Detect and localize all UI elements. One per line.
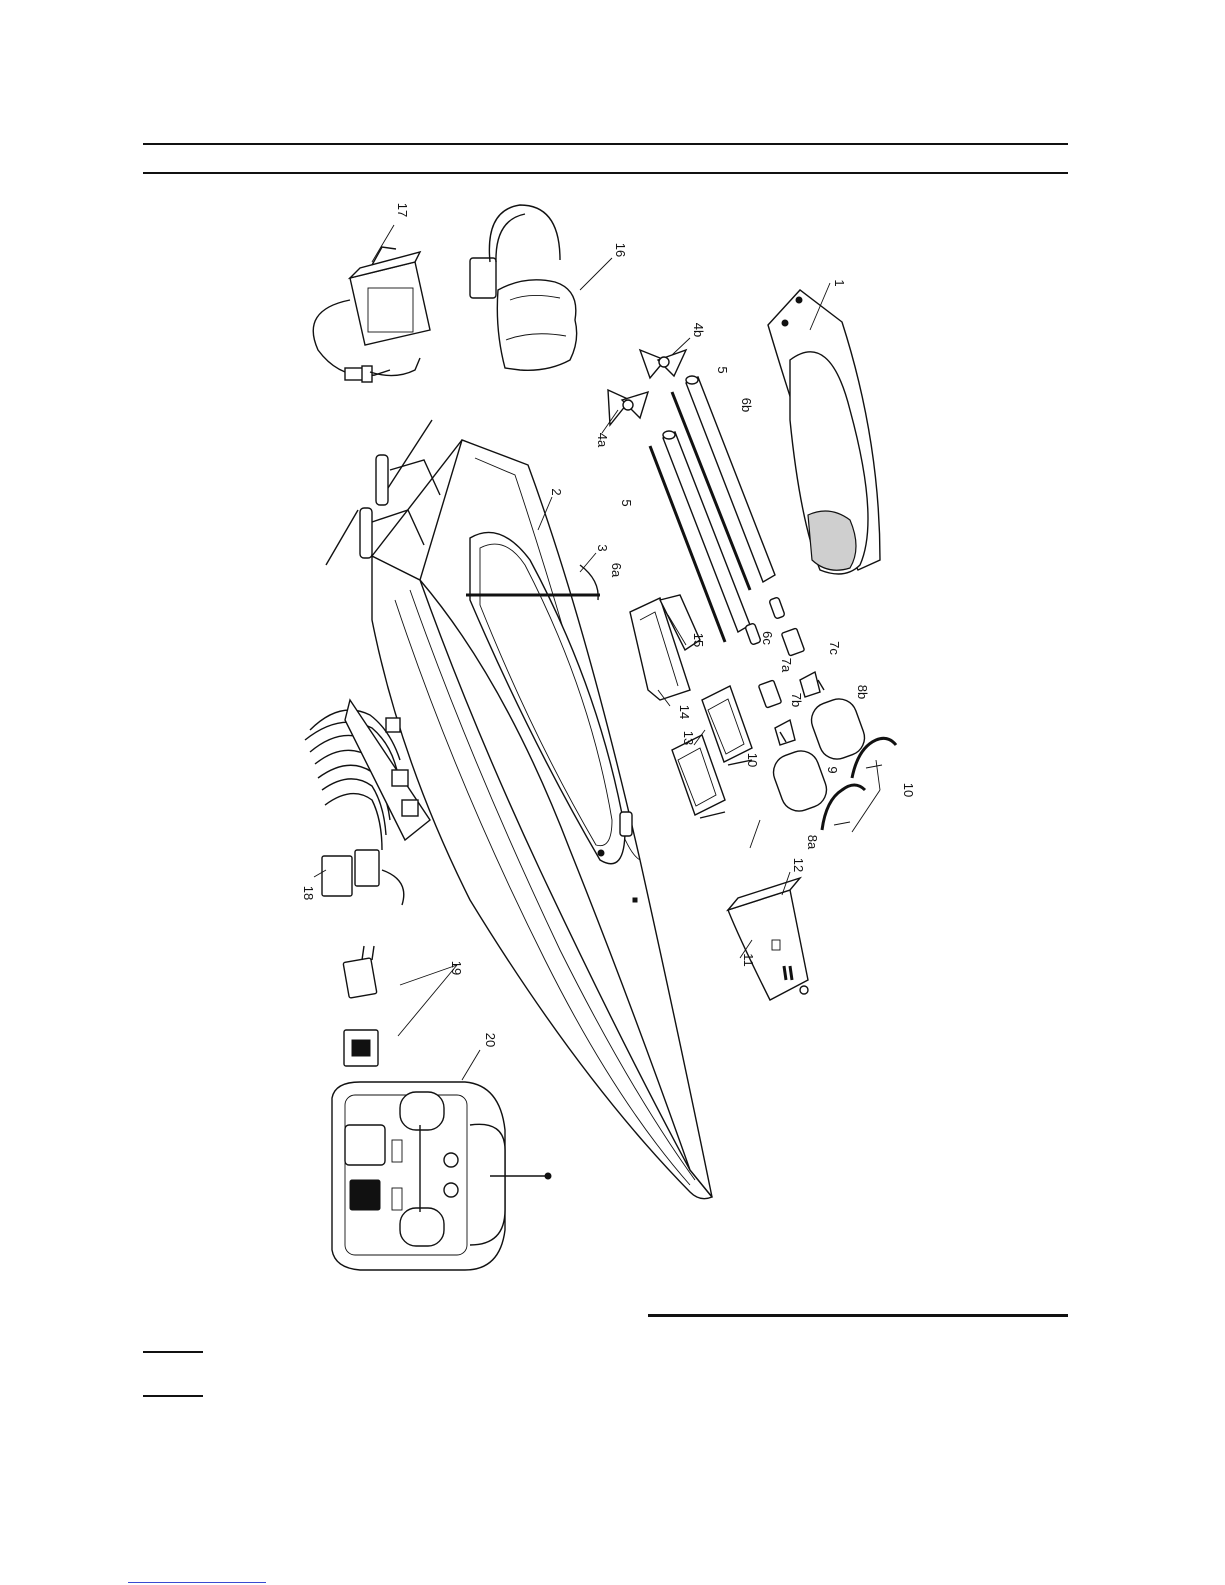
callout-7b: 7b <box>789 693 804 707</box>
callout-6c: 6c <box>760 631 775 645</box>
callout-10b: 10 <box>901 783 916 797</box>
callout-6a: 6a <box>609 563 624 578</box>
callout-2: 2 <box>549 488 564 495</box>
callout-17: 17 <box>395 203 410 217</box>
crystals <box>343 946 378 1066</box>
callout-6b: 6b <box>739 398 754 412</box>
callout-19: 19 <box>449 961 464 975</box>
callout-18: 18 <box>301 886 316 900</box>
callout-12: 12 <box>791 858 806 872</box>
callout-8b: 8b <box>855 685 870 699</box>
propeller-4a <box>608 390 648 425</box>
callout-5b: 5 <box>715 366 730 373</box>
callout-4b: 4b <box>691 323 706 337</box>
canopy-hatch <box>768 290 880 574</box>
callout-3: 3 <box>595 544 610 551</box>
callout-9: 9 <box>825 766 840 773</box>
transmitter <box>332 1082 551 1270</box>
callout-11: 11 <box>741 953 756 967</box>
battery-pack <box>470 205 577 370</box>
callout-15: 15 <box>691 633 706 647</box>
receiver-box <box>728 878 808 1000</box>
callout-7a: 7a <box>779 658 794 673</box>
callout-20: 20 <box>483 1033 498 1047</box>
callout-8a: 8a <box>805 835 820 850</box>
callout-7c: 7c <box>827 641 842 655</box>
callout-13: 13 <box>681 731 696 745</box>
callout-10a: 10 <box>745 753 760 767</box>
callout-1: 1 <box>832 279 847 286</box>
rudder-bracket <box>630 595 700 700</box>
callout-5a: 5 <box>619 499 634 506</box>
callout-16: 16 <box>613 243 628 257</box>
callout-4a: 4a <box>595 433 610 448</box>
battery-charger <box>313 247 430 382</box>
callout-14: 14 <box>677 705 692 719</box>
propeller-4b <box>640 350 686 378</box>
